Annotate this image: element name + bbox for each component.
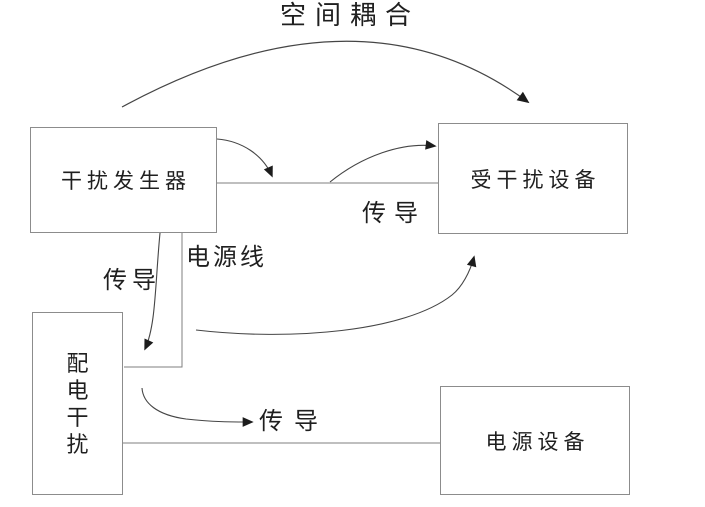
distribution-to-device-arrow bbox=[195, 255, 477, 335]
conduction-label-left: 传导 bbox=[103, 267, 161, 294]
line-into-device-arrow bbox=[329, 140, 437, 183]
generator-onto-line-arrow bbox=[216, 138, 273, 178]
power-line-label: 电源线 bbox=[186, 244, 267, 271]
interference-generator-label: 干扰发生器 bbox=[61, 170, 191, 193]
power-line-connector bbox=[124, 233, 183, 368]
interference-generator-box: 干扰发生器 bbox=[30, 127, 217, 233]
generator-to-distribution-arrow bbox=[144, 232, 161, 351]
interfered-device-box: 受干扰设备 bbox=[438, 123, 628, 234]
conduction-label-bottom: 传导 bbox=[259, 408, 329, 435]
power-distribution-interference-box: 配电干扰 bbox=[32, 312, 123, 495]
space-coupling-label: 空间耦合 bbox=[280, 0, 421, 30]
conduction-label-top: 传导 bbox=[362, 200, 426, 227]
power-distribution-interference-label: 配电干扰 bbox=[66, 350, 89, 457]
distribution-conduction-arrow bbox=[141, 387, 254, 427]
space-coupling-arc-arrow bbox=[121, 40, 530, 108]
interfered-device-label: 受干扰设备 bbox=[470, 168, 601, 192]
power-equipment-box: 电源设备 bbox=[440, 386, 630, 495]
power-equipment-label: 电源设备 bbox=[485, 430, 590, 454]
